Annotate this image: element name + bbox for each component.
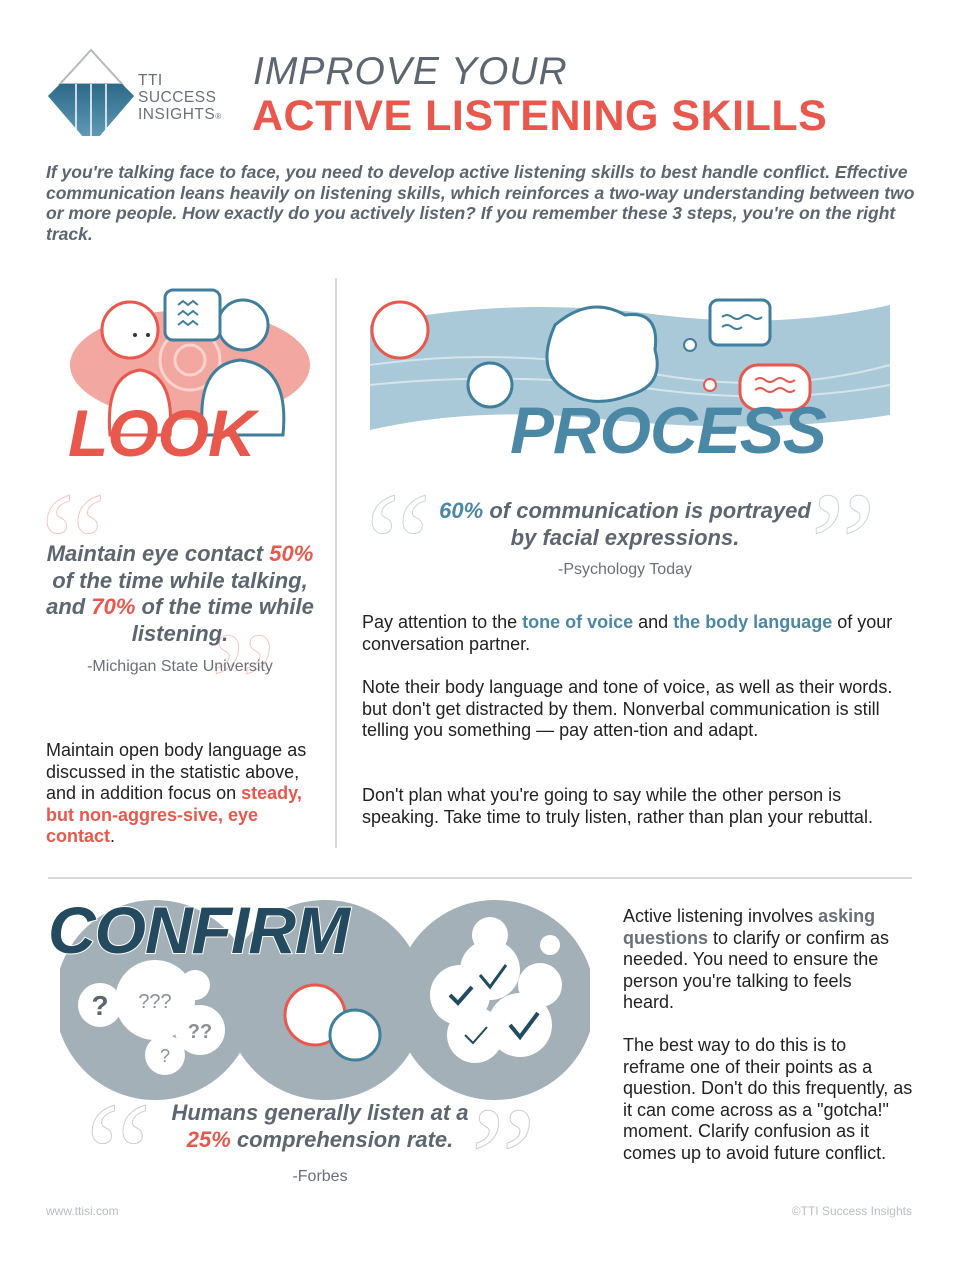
logo-line2: SUCCESS <box>138 89 217 106</box>
body-text: of your conversation partner. <box>362 612 893 654</box>
confirm-heading: CONFIRM <box>47 892 351 968</box>
confirm-para2: The best way to do this is to reframe on… <box>623 1035 913 1163</box>
quote-text: comprehension rate. <box>230 1126 454 1152</box>
look-source: -Michigan State University <box>87 658 273 675</box>
stat-50: 50% <box>269 541 314 566</box>
quote-text: Maintain eye contact <box>46 541 270 566</box>
highlight-body-language: the body language <box>673 612 833 632</box>
process-illustration <box>369 298 891 430</box>
open-quote-icon: “ <box>40 462 108 628</box>
process-source: -Psychology Today <box>558 561 692 578</box>
logo-text: TTI SUCCESS INSIGHTS® <box>138 72 222 125</box>
look-body: Maintain open body language as discussed… <box>46 740 328 848</box>
confirm-para1: Active listening involves asking questio… <box>623 906 893 1014</box>
intro-paragraph: If you're talking face to face, you need… <box>46 162 915 244</box>
quote-text: of the time while talking, and <box>46 567 308 620</box>
logo-line1: TTI <box>138 72 163 89</box>
process-para1: Pay attention to the tone of voice and t… <box>362 612 922 655</box>
highlight-eye-contact: steady, but non-aggres-sive, eye contact <box>46 783 302 846</box>
body-text: and <box>633 612 674 632</box>
body-text: . <box>110 826 116 846</box>
open-quote-icon: “ <box>85 1072 153 1238</box>
svg-text:??: ?? <box>188 1021 212 1043</box>
quote-text: of the time while listening. <box>131 594 314 646</box>
vertical-divider <box>335 278 337 848</box>
highlight-tone-of-voice: tone of voice <box>522 612 634 632</box>
stat-60: 60% <box>439 498 484 523</box>
highlight-asking-questions: asking questions <box>623 906 876 948</box>
title-line1: IMPROVE YOUR <box>253 50 568 93</box>
quote-text: Humans generally listen at a <box>171 1100 469 1125</box>
body-text: Maintain open body language as discussed… <box>46 740 307 803</box>
confirm-quote: Humans generally listen at a 25% compreh… <box>150 1100 490 1153</box>
quote-text: of communication is portrayed by facial … <box>483 498 811 550</box>
close-quote-icon: ” <box>470 1077 538 1243</box>
svg-text:???: ??? <box>138 991 171 1013</box>
registered-mark: ® <box>215 112 222 121</box>
close-quote-icon: ” <box>210 602 278 768</box>
footer-copyright: ©TTI Success Insights <box>791 1204 912 1218</box>
process-para3: Don't plan what you're going to say whil… <box>362 785 873 827</box>
body-text: Pay attention to the <box>362 612 523 632</box>
body-text: to clarify or confirm as needed. You nee… <box>623 927 890 1013</box>
tti-logo-icon <box>48 48 134 136</box>
look-heading: LOOK <box>68 396 256 470</box>
stat-70: 70% <box>91 594 136 619</box>
title-line2: ACTIVE LISTENING SKILLS <box>252 92 828 140</box>
svg-text:?: ? <box>91 990 108 1021</box>
process-para2: Note their body language and tone of voi… <box>362 677 893 740</box>
confirm-illustration: ? ??? ?? ? <box>60 900 590 1100</box>
stat-25: 25% <box>186 1126 231 1152</box>
svg-text:?: ? <box>160 1046 170 1066</box>
horizontal-divider <box>48 877 912 879</box>
look-quote: Maintain eye contact 50% of the time whi… <box>40 541 320 647</box>
logo-line3: INSIGHTS <box>138 106 216 123</box>
body-text: Active listening involves <box>623 906 819 926</box>
open-quote-icon: “ <box>365 462 433 628</box>
process-heading: PROCESS <box>510 393 827 467</box>
confirm-source: -Forbes <box>292 1168 348 1185</box>
process-quote: 60% of communication is portrayed by fac… <box>430 498 820 551</box>
footer-website[interactable]: www.ttisi.com <box>46 1204 119 1218</box>
look-illustration <box>70 288 310 437</box>
close-quote-icon: ” <box>810 462 878 628</box>
